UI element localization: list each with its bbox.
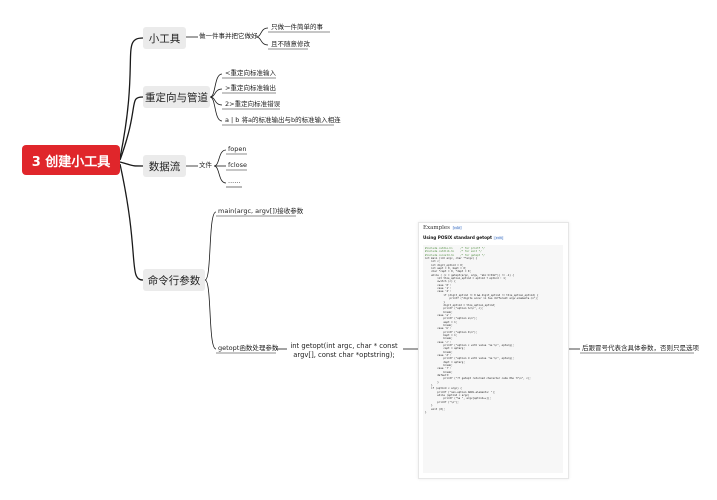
- code-line: printf ("option d with value '%s'\n", op…: [443, 357, 514, 361]
- code-line: case '1':: [437, 287, 452, 291]
- getopt-signature: int getopt(int argc, char * const argv[]…: [290, 342, 398, 359]
- code-line: }: [443, 300, 445, 304]
- code-line: }: [431, 384, 433, 388]
- code-line: while ( (c = getopt(argc, argv, "abc:d:0…: [431, 273, 514, 277]
- code-line: case 'c':: [437, 340, 452, 344]
- leaf-redirect-stdout: >重定向标准输出: [225, 84, 276, 92]
- root-topic[interactable]: 3 创建小工具: [22, 145, 120, 175]
- leaf-getopt: getopt函数处理参数: [218, 344, 279, 352]
- connector-file: 文件: [199, 161, 212, 169]
- code-line: }: [437, 380, 439, 384]
- code-line: printf ("non-option ARGV-elements: ");: [437, 390, 496, 394]
- code-line: int c;: [431, 260, 441, 264]
- code-line: break;: [443, 310, 453, 314]
- code-line: break;: [443, 370, 453, 374]
- code-line: int digit_optind = 0;: [431, 263, 464, 267]
- topic-data-streams[interactable]: 数据流: [143, 155, 186, 177]
- code-text: #include <stdio.h> /* for printf */ #inc…: [423, 245, 563, 416]
- code-line: printf ("digits occur in two different a…: [449, 297, 539, 301]
- connector-do-one-thing: 做一件事并把它做好: [199, 32, 258, 40]
- code-line: if (digit_optind != 0 && digit_optind !=…: [443, 293, 539, 297]
- code-line: int this_option_optind = optind ? optind…: [437, 277, 507, 281]
- code-line: #include <stdlib.h> /* for exit */: [425, 250, 482, 254]
- example-heading-text: Examples: [423, 225, 450, 231]
- getopt-example-card: Examples [edit] Using POSIX standard get…: [418, 222, 569, 479]
- code-line: bopt = 1;: [443, 333, 458, 337]
- code-line: #include <stdio.h> /* for printf */: [425, 247, 485, 250]
- code-line: char *copt = 0, *dopt = 0;: [431, 270, 472, 274]
- example-subheading: Using POSIX standard getopt [edit]: [423, 235, 505, 240]
- topic-redirection-pipes[interactable]: 重定向与管道: [143, 86, 210, 108]
- code-line: break;: [443, 364, 453, 368]
- code-line: dopt = optarg;: [443, 360, 465, 364]
- leaf-simple-thing: 只做一件简单的事: [271, 23, 323, 31]
- leaf-fclose: fclose: [228, 161, 248, 169]
- code-line: int main (int argc, char **argv) {: [425, 257, 478, 261]
- code-line: int aopt = 0, bopt = 0;: [431, 267, 467, 271]
- leaf-colon-note: 后跟冒号代表含具体参数，否则只是选项: [582, 344, 699, 352]
- code-block: #include <stdio.h> /* for printf */ #inc…: [423, 245, 563, 473]
- topic-command-line-args[interactable]: 命令行参数: [143, 269, 205, 291]
- code-line: if (optind < argc) {: [431, 387, 462, 391]
- code-line: break;: [443, 350, 453, 354]
- code-line: case '?':: [437, 367, 452, 371]
- code-line: printf ("option a\n");: [443, 317, 478, 321]
- code-line: }: [425, 410, 427, 414]
- code-line: switch (c) {: [437, 280, 456, 284]
- edit-link-sub[interactable]: [edit]: [493, 236, 505, 240]
- code-line: case '2':: [437, 290, 452, 294]
- code-line: copt = optarg;: [443, 347, 465, 351]
- edit-link[interactable]: [edit]: [451, 226, 463, 230]
- code-line: exit (0);: [431, 407, 445, 411]
- code-line: case 'a':: [437, 313, 452, 317]
- code-line: printf ("\n");: [437, 400, 459, 404]
- code-line: break;: [443, 337, 453, 341]
- leaf-redirect-stderr: 2>重定向标准错误: [225, 100, 281, 108]
- code-line: while (optind < argc): [437, 394, 470, 398]
- leaf-main-args: main(argc, argv[])接收参数: [218, 207, 304, 215]
- code-line: break;: [443, 323, 453, 327]
- leaf-redirect-stdin: <重定向标准输入: [225, 69, 276, 77]
- code-line: printf ("option %c\n", c);: [443, 307, 484, 311]
- code-line: aopt = 1;: [443, 320, 458, 324]
- leaf-no-modify: 且不随意修改: [271, 40, 310, 48]
- example-heading: Examples [edit]: [423, 225, 463, 231]
- code-line: }: [431, 404, 433, 408]
- code-line: default:: [437, 374, 450, 378]
- code-line: printf ("option c with value '%s'\n", op…: [443, 343, 514, 347]
- code-line: case 'b':: [437, 327, 452, 331]
- code-line: printf ("%s ", argv[optind++]);: [443, 397, 491, 401]
- code-line: printf ("?? getopt returned character co…: [443, 377, 531, 381]
- leaf-ellipsis: ......: [228, 177, 241, 185]
- code-line: case '0':: [437, 283, 452, 287]
- topic-small-tools[interactable]: 小工具: [143, 27, 186, 49]
- code-line: #include <unistd.h> /* for getopt */: [425, 253, 485, 257]
- leaf-pipe: a | b 将a的标准输出与b的标准输入相连: [225, 116, 341, 124]
- code-line: case 'd':: [437, 354, 452, 357]
- code-line: printf ("option b\n");: [443, 330, 478, 334]
- leaf-fopen: fopen: [228, 145, 247, 153]
- example-subheading-text: Using POSIX standard getopt: [423, 235, 493, 240]
- code-line: digit_optind = this_option_optind;: [443, 303, 496, 307]
